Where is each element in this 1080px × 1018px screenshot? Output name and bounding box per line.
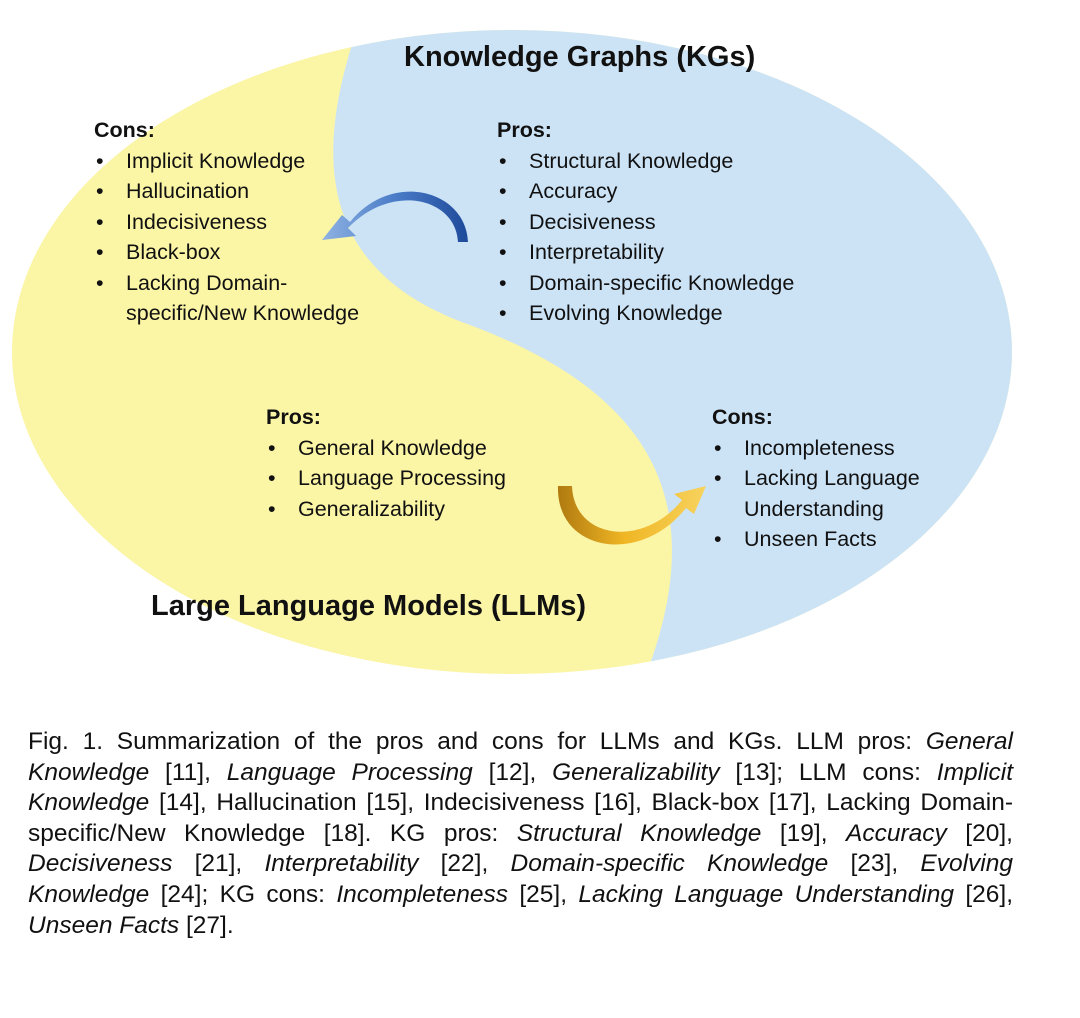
llm-cons-heading: Cons: <box>94 118 155 142</box>
caption-italic-term: Implicit Knowledge <box>28 758 1014 817</box>
list-item: Lacking Domain-specific/New Knowledge <box>94 268 376 329</box>
caption-italic-term: Interpretability <box>264 850 419 878</box>
caption-text: [19], <box>761 819 847 847</box>
caption-text: [22], <box>418 850 511 878</box>
list-item: Accuracy <box>497 176 877 207</box>
caption-italic-term: Accuracy <box>846 819 947 847</box>
kg-pros-heading: Pros: <box>497 118 552 142</box>
caption-text: [26], <box>953 880 1013 908</box>
list-item: General Knowledge <box>266 433 566 464</box>
kg-to-llm-arrow <box>322 191 468 242</box>
llm-to-kg-arrow <box>557 486 706 545</box>
llm-pros-list: General Knowledge Language Processing Ge… <box>266 433 566 525</box>
list-item: Implicit Knowledge <box>94 146 414 177</box>
caption-text: [21], <box>172 850 265 878</box>
list-item: Black-box <box>94 237 414 268</box>
list-item: Decisiveness <box>497 207 877 238</box>
llm-cons-list: Implicit Knowledge Hallucination Indecis… <box>94 146 414 329</box>
caption-text: [20], <box>946 819 1013 847</box>
caption-italic-term: Evolving Knowledge <box>28 850 1013 908</box>
kg-pros-block: Pros: Structural Knowledge Accuracy Deci… <box>497 115 877 329</box>
caption-text: [12], <box>472 758 553 786</box>
caption-text: [14], Hallucination [15], Indecisiveness… <box>28 789 1013 847</box>
caption-text: Fig. 1. Summarization of the pros and co… <box>28 728 926 755</box>
figure-caption: Fig. 1. Summarization of the pros and co… <box>28 727 1013 941</box>
list-item: Indecisiveness <box>94 207 414 238</box>
kg-cons-list: Incompleteness Lacking Language Understa… <box>712 433 972 555</box>
llm-cons-block: Cons: Implicit Knowledge Hallucination I… <box>94 115 414 329</box>
list-item: Unseen Facts <box>712 524 972 555</box>
caption-text: [24]; KG cons: <box>149 880 337 908</box>
llm-pros-block: Pros: General Knowledge Language Process… <box>266 402 566 524</box>
caption-text: [27]. <box>179 911 234 939</box>
caption-italic-term: Language Processing <box>226 758 473 786</box>
caption-italic-term: General Knowledge <box>28 728 1013 786</box>
kg-pros-list: Structural Knowledge Accuracy Decisivene… <box>497 146 877 329</box>
kg-cons-block: Cons: Incompleteness Lacking Language Un… <box>712 402 972 555</box>
kg-cons-heading: Cons: <box>712 405 773 429</box>
llm-title: Large Language Models (LLMs) <box>151 590 587 622</box>
caption-text: [25], <box>507 880 579 908</box>
caption-italic-term: Unseen Facts <box>28 911 180 939</box>
caption-italic-term: Domain-specific Knowledge <box>510 850 829 878</box>
list-item: Domain-specific Knowledge <box>497 268 877 299</box>
caption-text: [13]; LLM cons: <box>719 758 937 786</box>
caption-text: [11], <box>149 758 227 786</box>
list-item: Lacking Language Understanding <box>712 463 964 524</box>
list-item: Structural Knowledge <box>497 146 877 177</box>
llm-pros-heading: Pros: <box>266 405 321 429</box>
list-item: Incompleteness <box>712 433 972 464</box>
caption-italic-term: Incompleteness <box>336 880 508 908</box>
caption-italic-term: Decisiveness <box>28 850 173 878</box>
list-item: Hallucination <box>94 176 414 207</box>
caption-text: [23], <box>828 850 921 878</box>
list-item: Evolving Knowledge <box>497 298 877 329</box>
list-item: Generalizability <box>266 494 566 525</box>
caption-italic-term: Structural Knowledge <box>516 819 762 847</box>
list-item: Interpretability <box>497 237 877 268</box>
caption-italic-term: Lacking Language Understanding <box>578 880 954 908</box>
list-item: Language Processing <box>266 463 566 494</box>
caption-italic-term: Generalizability <box>552 758 720 786</box>
kg-title: Knowledge Graphs (KGs) <box>404 41 756 73</box>
